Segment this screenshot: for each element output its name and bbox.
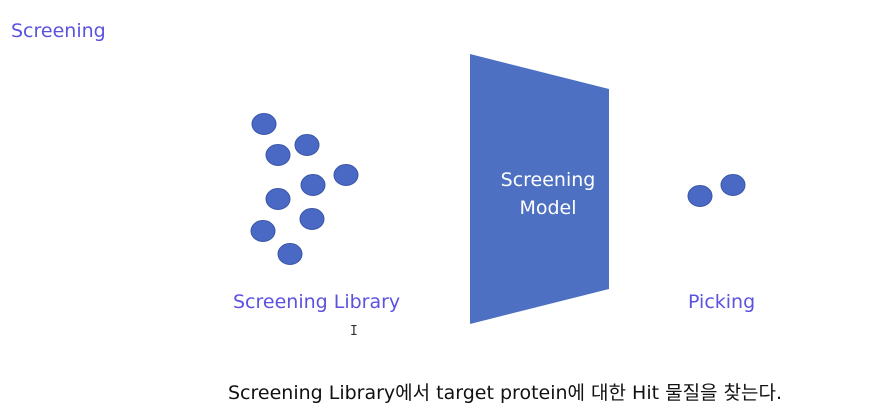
library-compound [251, 113, 277, 135]
library-compound [299, 208, 325, 230]
library-compound [265, 144, 291, 166]
caption: Screening Library에서 target protein에 대한 H… [228, 382, 783, 404]
screening-model-funnel [470, 54, 609, 324]
screening-model-label-line2: Model [519, 197, 577, 219]
picked-compound [720, 174, 746, 196]
picked-compounds [687, 174, 746, 207]
screening-model-label: Screening Model [478, 166, 618, 222]
library-compound [265, 188, 291, 210]
library-compound [294, 134, 320, 156]
library-compound [250, 220, 276, 242]
library-compound [333, 164, 359, 186]
text-cursor-icon: I [350, 324, 358, 339]
screening-library-label: Screening Library [233, 291, 401, 313]
slide-title: Screening [11, 20, 106, 42]
picking-label: Picking [688, 291, 756, 313]
screening-library-compounds [250, 113, 359, 265]
screening-model-label-line1: Screening [500, 169, 596, 191]
picked-compound [687, 185, 713, 207]
library-compound [277, 243, 303, 265]
library-compound [300, 174, 326, 196]
